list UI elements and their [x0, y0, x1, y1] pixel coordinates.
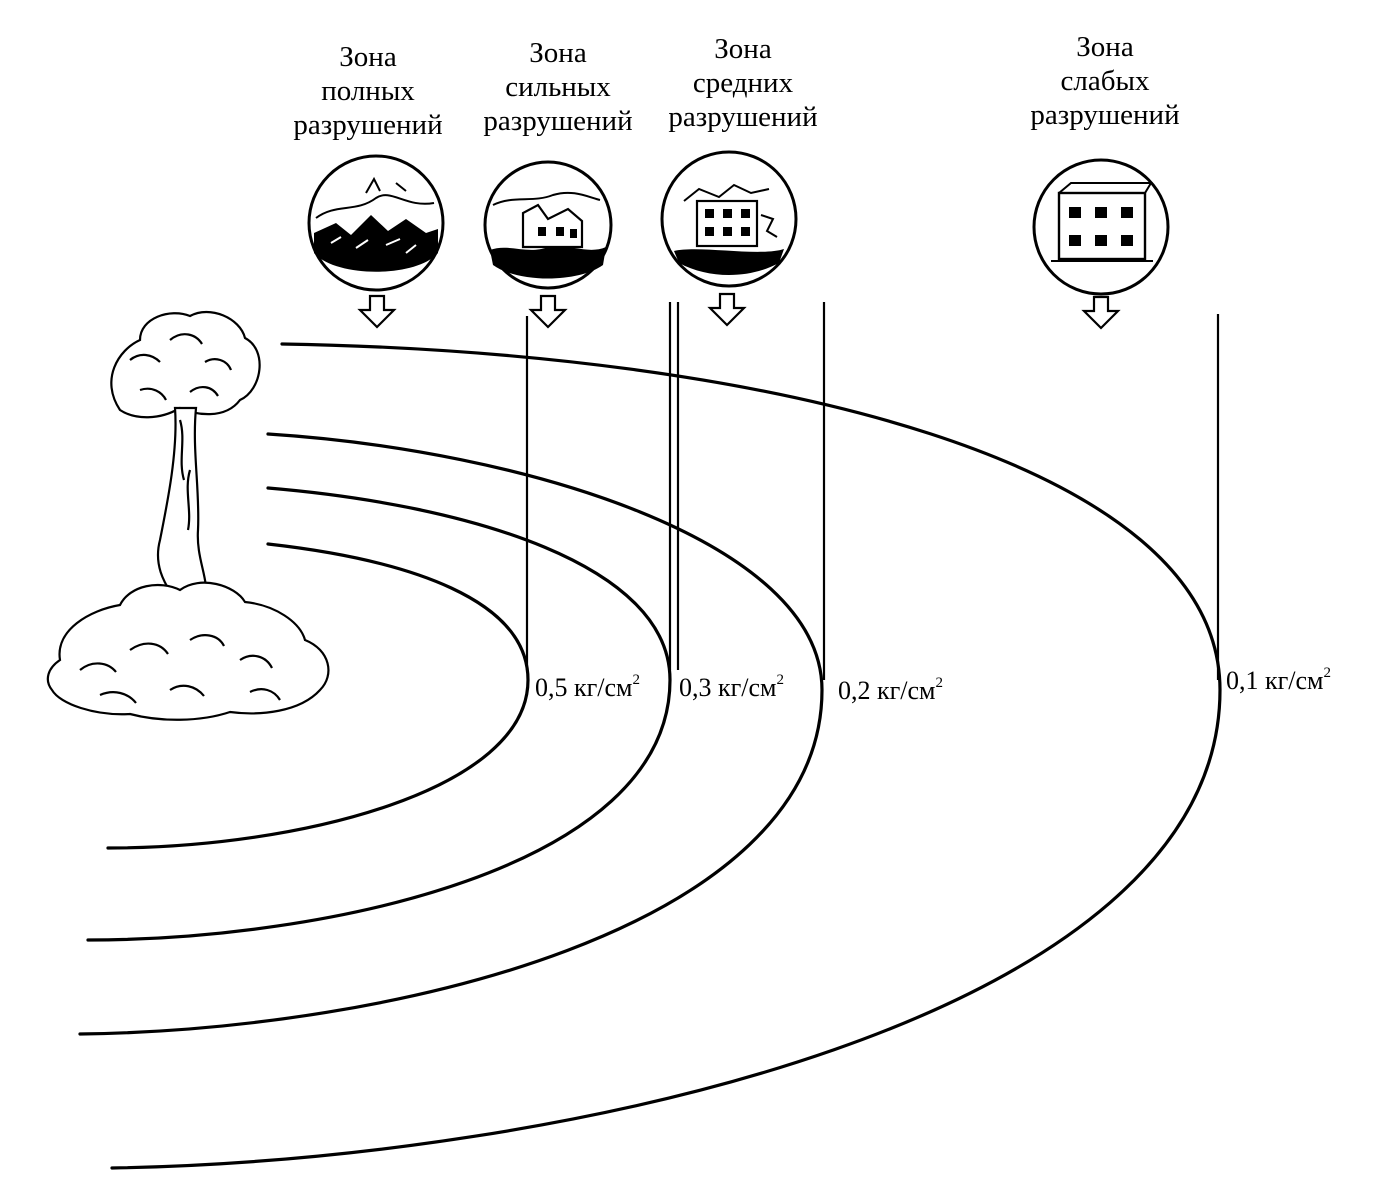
zone-title-weak: Зона слабых разрушений: [1016, 30, 1194, 132]
zone-title-line: разрушений: [1030, 99, 1180, 131]
pressure-value: 0,5 кг/см: [535, 673, 633, 702]
pressure-label-0-5: 0,5 кг/см2: [535, 673, 640, 703]
down-arrow-icon: [528, 294, 568, 329]
pressure-label-0-1: 0,1 кг/см2: [1226, 666, 1331, 696]
damaged-building-icon: [660, 150, 798, 288]
intact-building-icon: [1032, 158, 1170, 296]
down-arrow-icon: [357, 294, 397, 329]
mushroom-cloud-icon: [46, 310, 330, 721]
pressure-exponent: 2: [776, 672, 785, 688]
pressure-label-0-3: 0,3 кг/см2: [679, 673, 784, 703]
zone-title-line: средних: [692, 67, 794, 99]
zone-title-line: Зона: [339, 41, 397, 73]
zone-title-line: разрушений: [293, 109, 443, 141]
zone-title-line: Зона: [1076, 31, 1134, 63]
ruined-building-icon: [483, 160, 613, 290]
pressure-label-0-2: 0,2 кг/см2: [838, 676, 943, 706]
front-arc-0-2: [78, 432, 824, 1036]
zone-title-medium: Зона средних разрушений: [654, 32, 832, 134]
down-arrow-icon: [1081, 295, 1121, 330]
pressure-exponent: 2: [632, 672, 641, 688]
zone-title-line: Зона: [529, 37, 587, 69]
zone-title-line: полных: [321, 75, 415, 107]
pressure-value: 0,1 кг/см: [1226, 666, 1324, 695]
zone-title-line: слабых: [1060, 65, 1150, 97]
front-arc-0-1: [110, 342, 1222, 1170]
pressure-value: 0,2 кг/см: [838, 676, 936, 705]
zone-title-line: разрушений: [668, 101, 818, 133]
zone-title-line: Зона: [714, 33, 772, 65]
front-arc-0-5: [106, 542, 530, 850]
pressure-exponent: 2: [1323, 665, 1332, 681]
rubble-icon: [307, 154, 445, 292]
down-arrow-icon: [707, 292, 747, 327]
pressure-exponent: 2: [935, 675, 944, 691]
pressure-value: 0,3 кг/см: [679, 673, 777, 702]
zone-title-line: разрушений: [483, 105, 633, 137]
front-arc-0-3: [86, 486, 672, 942]
zone-title-full: Зона полных разрушений: [282, 40, 454, 142]
zone-title-strong: Зона сильных разрушений: [470, 36, 646, 138]
zone-title-line: сильных: [505, 71, 611, 103]
